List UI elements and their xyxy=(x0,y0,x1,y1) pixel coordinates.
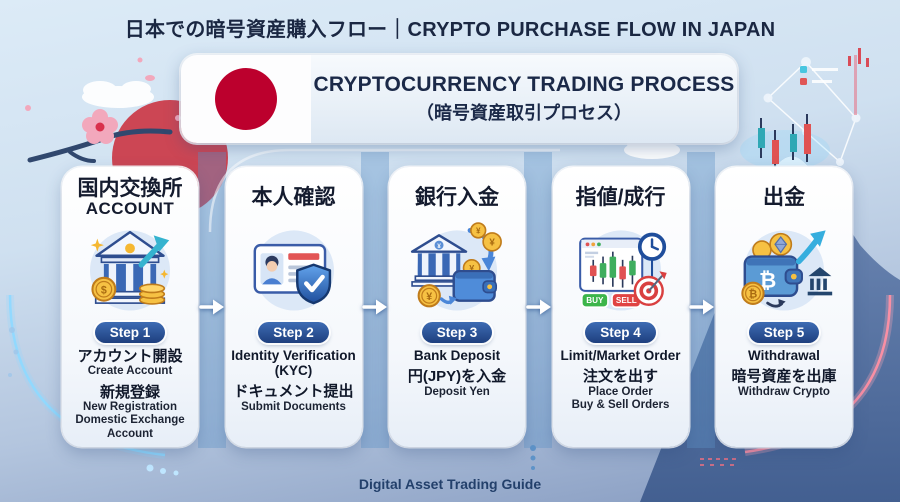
step-card-1: 国内交換所 ACCOUNT $ xyxy=(62,167,198,447)
step5-title-jp: 出金 xyxy=(763,185,805,209)
btc-glyph: ₿ xyxy=(759,270,776,293)
yen-glyph: ¥ xyxy=(426,291,432,303)
step2-line-en2: Submit Documents xyxy=(241,400,346,413)
flow-arrow-2 xyxy=(362,167,390,447)
step4-badge: Step 4 xyxy=(585,322,656,343)
step4-line-en1: Limit/Market Order xyxy=(560,348,681,363)
step2-line-jp1: ドキュメント提出 xyxy=(233,383,354,401)
crypto-wallet-withdraw-icon: ₿ ₿ xyxy=(741,230,833,311)
step2-badge: Step 2 xyxy=(258,322,329,343)
flow-arrow-1 xyxy=(198,167,226,447)
banner-text: CRYPTOCURRENCY TRADING PROCESS （暗号資産取引プロ… xyxy=(311,55,737,143)
step1-line-en3: Domestic Exchange Account xyxy=(75,414,185,440)
yen-glyph: ¥ xyxy=(476,227,481,236)
japan-flag-icon xyxy=(181,55,311,143)
id-card-shield-icon xyxy=(253,230,334,311)
yen-glyph: ¥ xyxy=(489,238,495,249)
step4-line-en2: Place Order xyxy=(588,385,653,398)
flow-arrow-icon xyxy=(526,299,551,315)
flag-red-circle xyxy=(215,68,277,130)
step3-line-en2: Deposit Yen xyxy=(424,385,490,398)
flow-arrow-3 xyxy=(525,167,553,447)
footer-caption: Digital Asset Trading Guide xyxy=(358,476,542,492)
step4-title-jp: 指値/成行 xyxy=(575,185,666,209)
step2-line-en1: Identity Verification xyxy=(231,348,356,363)
bank-exchange-growth-icon: $ xyxy=(89,230,171,311)
banner-title: CRYPTOCURRENCY TRADING PROCESS xyxy=(313,73,735,96)
step5-line-en2: Withdraw Crypto xyxy=(738,385,830,398)
gap-strips xyxy=(198,152,715,448)
step1-line-en1: Create Account xyxy=(87,365,173,378)
flow-arrow-icon xyxy=(689,299,715,315)
step2-line-en1b: (KYC) xyxy=(274,363,313,379)
yen-glyph: ¥ xyxy=(469,263,474,273)
flow-arrow-4 xyxy=(689,167,717,447)
step-card-4: 指値/成行 BUY xyxy=(552,167,689,447)
yen-glyph: ¥ xyxy=(437,243,441,250)
step3-title-jp: 銀行入金 xyxy=(415,185,499,209)
step1-line-en2: New Registration xyxy=(83,401,177,414)
bank-wallet-yen-icon: ¥ ¥ ¥ ¥ ¥ xyxy=(410,222,502,311)
step-card-2: 本人確認 S xyxy=(225,167,362,447)
steps-row: 国内交換所 ACCOUNT $ xyxy=(62,167,852,447)
sell-label: SELL xyxy=(615,296,636,305)
step1-subtitle-en: ACCOUNT xyxy=(85,199,175,219)
step3-badge: Step 3 xyxy=(421,322,493,343)
step2-title-jp: 本人確認 xyxy=(251,185,336,209)
buy-label: BUY xyxy=(586,296,604,305)
step3-line-jp1: 円(JPY)を入金 xyxy=(407,368,507,386)
page-title: 日本での暗号資産購入フロー｜CRYPTO PURCHASE FLOW IN JA… xyxy=(124,19,776,41)
step3-line-en1: Bank Deposit xyxy=(413,348,501,363)
sakura-branch-icon xyxy=(25,57,181,163)
candlestick-order-icon: BUY SELL xyxy=(578,230,667,311)
step-card-5: 出金 ₿ xyxy=(716,167,852,447)
step1-badge: Step 1 xyxy=(94,322,166,343)
flow-arrow-icon xyxy=(199,299,224,315)
step5-line-en1: Withdrawal xyxy=(748,348,820,363)
step-card-3: 銀行入金 ¥ ¥ ¥ ¥ xyxy=(389,167,525,447)
candlestick-glow-icon xyxy=(740,48,869,170)
step1-line-jp1: アカウント開設 xyxy=(77,348,183,365)
step5-line-jp1: 暗号資産を出庫 xyxy=(731,368,837,386)
cloud-icon xyxy=(82,81,680,159)
banner: CRYPTOCURRENCY TRADING PROCESS （暗号資産取引プロ… xyxy=(181,55,737,143)
banner-subtitle: （暗号資産取引プロセス） xyxy=(416,103,632,123)
step4-line-jp1: 注文を出す xyxy=(582,368,658,386)
step1-line-jp2: 新規登録 xyxy=(99,383,160,401)
flow-arrow-icon xyxy=(362,299,388,315)
dollar-glyph: $ xyxy=(101,284,107,296)
cyan-glow-curve-icon xyxy=(6,294,536,476)
step4-line-en3: Buy & Sell Orders xyxy=(571,398,670,411)
step5-badge: Step 5 xyxy=(748,322,820,343)
circuit-line xyxy=(208,148,560,233)
step1-title-jp: 国内交換所 xyxy=(77,176,183,200)
btc-glyph: ₿ xyxy=(749,288,758,300)
